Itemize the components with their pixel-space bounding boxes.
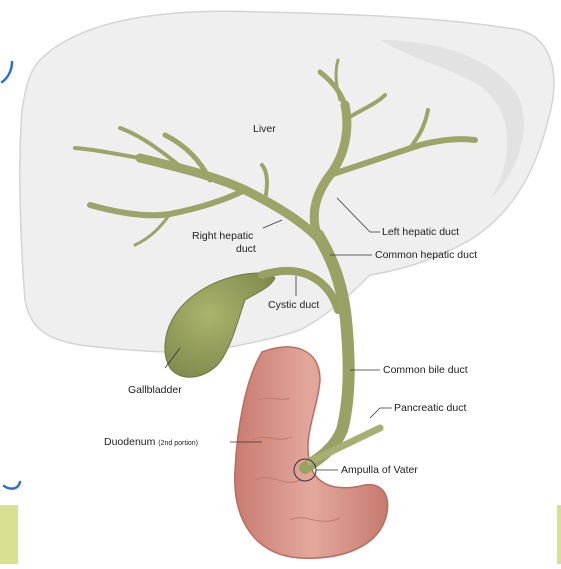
duodenum-shape <box>235 347 388 558</box>
blue-mark-top <box>2 62 12 82</box>
blue-mark-bottom <box>4 482 20 489</box>
label-right-hepatic-1: Right hepatic <box>192 230 253 242</box>
label-duodenum: Duodenum (2nd portion) <box>104 436 198 450</box>
right-side-bar <box>557 505 561 564</box>
label-left-hepatic: Left hepatic duct <box>382 226 459 238</box>
label-pancreatic: Pancreatic duct <box>394 402 466 414</box>
label-duodenum-note: (2nd portion) <box>158 440 198 447</box>
label-duodenum-main: Duodenum <box>104 436 155 448</box>
left-side-bar <box>0 505 18 564</box>
label-common-bile: Common bile duct <box>383 364 468 376</box>
label-liver: Liver <box>253 123 276 135</box>
label-ampulla: Ampulla of Vater <box>341 464 418 476</box>
label-cystic: Cystic duct <box>268 299 319 311</box>
label-common-hepatic: Common hepatic duct <box>375 249 477 261</box>
label-gallbladder: Gallbladder <box>128 384 182 396</box>
label-right-hepatic-2: duct <box>236 243 256 255</box>
